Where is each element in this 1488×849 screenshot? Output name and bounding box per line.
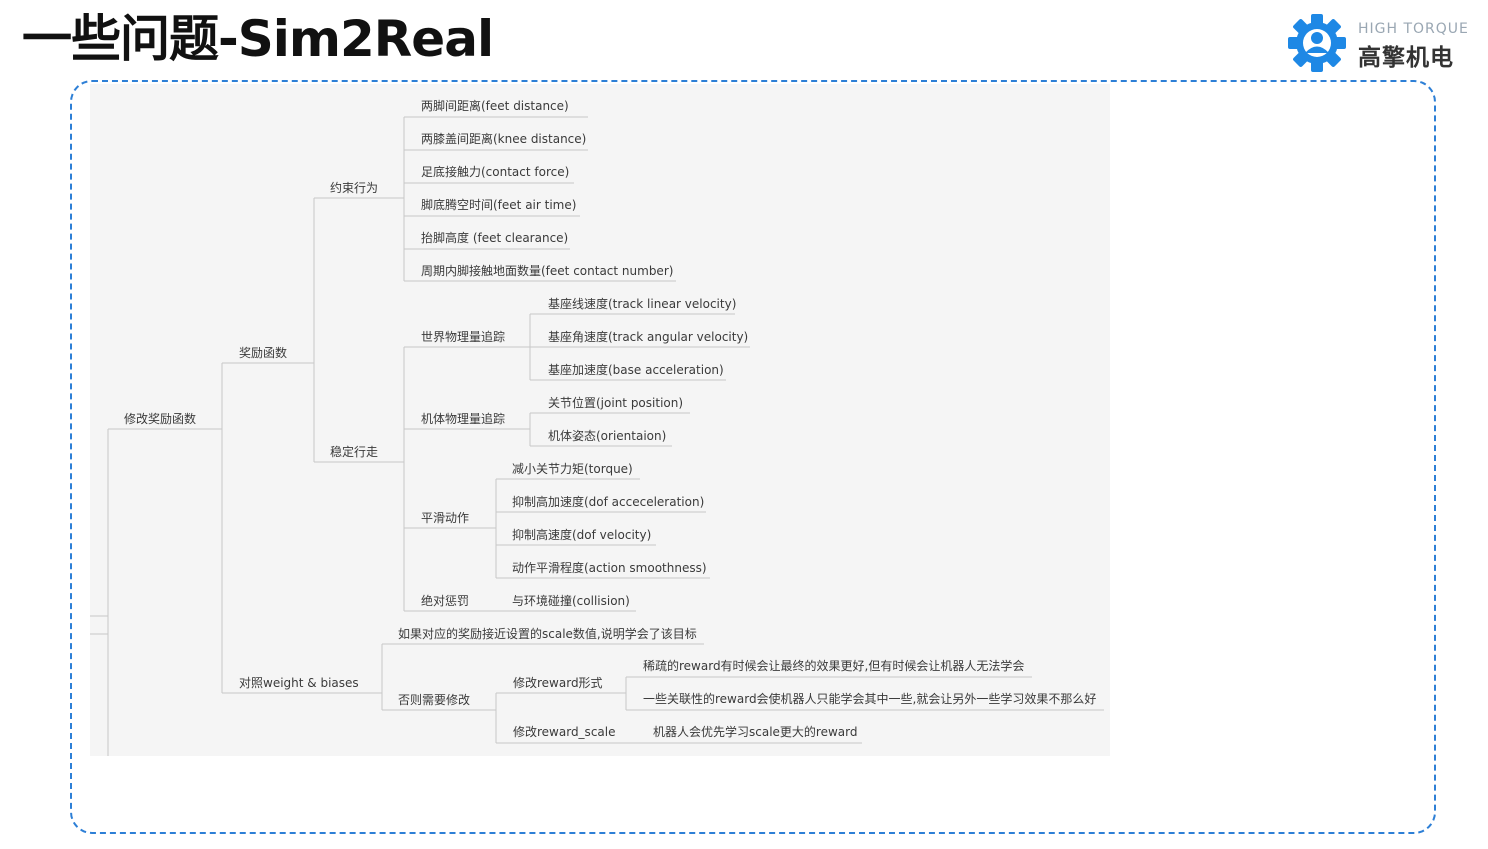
node-joint-position: 关节位置(joint position) xyxy=(548,396,684,410)
mind-map: 修改奖励函数 奖励函数 约束行为 两脚间距离(feet distance) 两膝… xyxy=(90,84,1110,756)
node-smooth-action: 平滑动作 xyxy=(421,511,470,525)
node-dof-acceleration: 抑制高加速度(dof acceceleration) xyxy=(512,495,705,509)
node-constraint: 约束行为 xyxy=(330,181,379,195)
node-sparse-reward: 稀疏的reward有时候会让最终的效果更好,但有时候会让机器人无法学会 xyxy=(643,659,1025,673)
node-reward-scale: 修改reward_scale xyxy=(513,725,616,739)
node-feet-contact-number: 周期内脚接触地面数量(feet contact number) xyxy=(421,264,674,278)
node-stable-walking: 稳定行走 xyxy=(330,445,379,459)
node-knee-distance: 两膝盖间距离(knee distance) xyxy=(421,132,587,146)
node-angular-velocity: 基座角速度(track angular velocity) xyxy=(548,330,749,344)
node-linear-velocity: 基座线速度(track linear velocity) xyxy=(548,297,737,311)
node-dof-velocity: 抑制高速度(dof velocity) xyxy=(512,528,652,542)
node-correlated-reward: 一些关联性的reward会使机器人只能学会其中一些,就会让另外一些学习效果不那么… xyxy=(643,692,1097,706)
node-torque: 减小关节力矩(torque) xyxy=(512,462,633,476)
node-feet-air-time: 脚底腾空时间(feet air time) xyxy=(421,198,577,212)
page-title: 一些问题-Sim2Real xyxy=(22,10,494,68)
brand-logo: HIGH TORQUE 高擎机电 xyxy=(1286,12,1476,72)
node-reward-form: 修改reward形式 xyxy=(513,676,603,690)
node-body-tracking: 机体物理量追踪 xyxy=(421,412,506,426)
node-reward-function: 奖励函数 xyxy=(239,346,288,360)
logo-text-en: HIGH TORQUE xyxy=(1358,21,1469,37)
node-compare-wandb: 对照weight & biases xyxy=(239,676,359,690)
logo-text-cn: 高擎机电 xyxy=(1358,45,1454,71)
node-root: 修改奖励函数 xyxy=(124,412,197,426)
gear-icon xyxy=(1288,14,1346,72)
content-frame xyxy=(70,80,1436,834)
node-feet-distance: 两脚间距离(feet distance) xyxy=(421,99,569,113)
node-world-tracking: 世界物理量追踪 xyxy=(421,330,506,344)
node-action-smoothness: 动作平滑程度(action smoothness) xyxy=(512,561,707,575)
node-orientation: 机体姿态(orientaion) xyxy=(548,429,667,443)
node-if-close: 如果对应的奖励接近设置的scale数值,说明学会了该目标 xyxy=(398,627,697,641)
node-feet-clearance: 抬脚高度 (feet clearance) xyxy=(421,231,569,245)
node-contact-force: 足底接触力(contact force) xyxy=(421,165,570,179)
node-scale-note: 机器人会优先学习scale更大的reward xyxy=(653,725,858,739)
node-absolute-penalty: 绝对惩罚 xyxy=(421,594,470,608)
mind-map-connectors xyxy=(90,116,1104,756)
node-otherwise: 否则需要修改 xyxy=(398,693,471,707)
node-collision: 与环境碰撞(collision) xyxy=(512,594,630,608)
node-base-acceleration: 基座加速度(base acceleration) xyxy=(548,363,724,377)
